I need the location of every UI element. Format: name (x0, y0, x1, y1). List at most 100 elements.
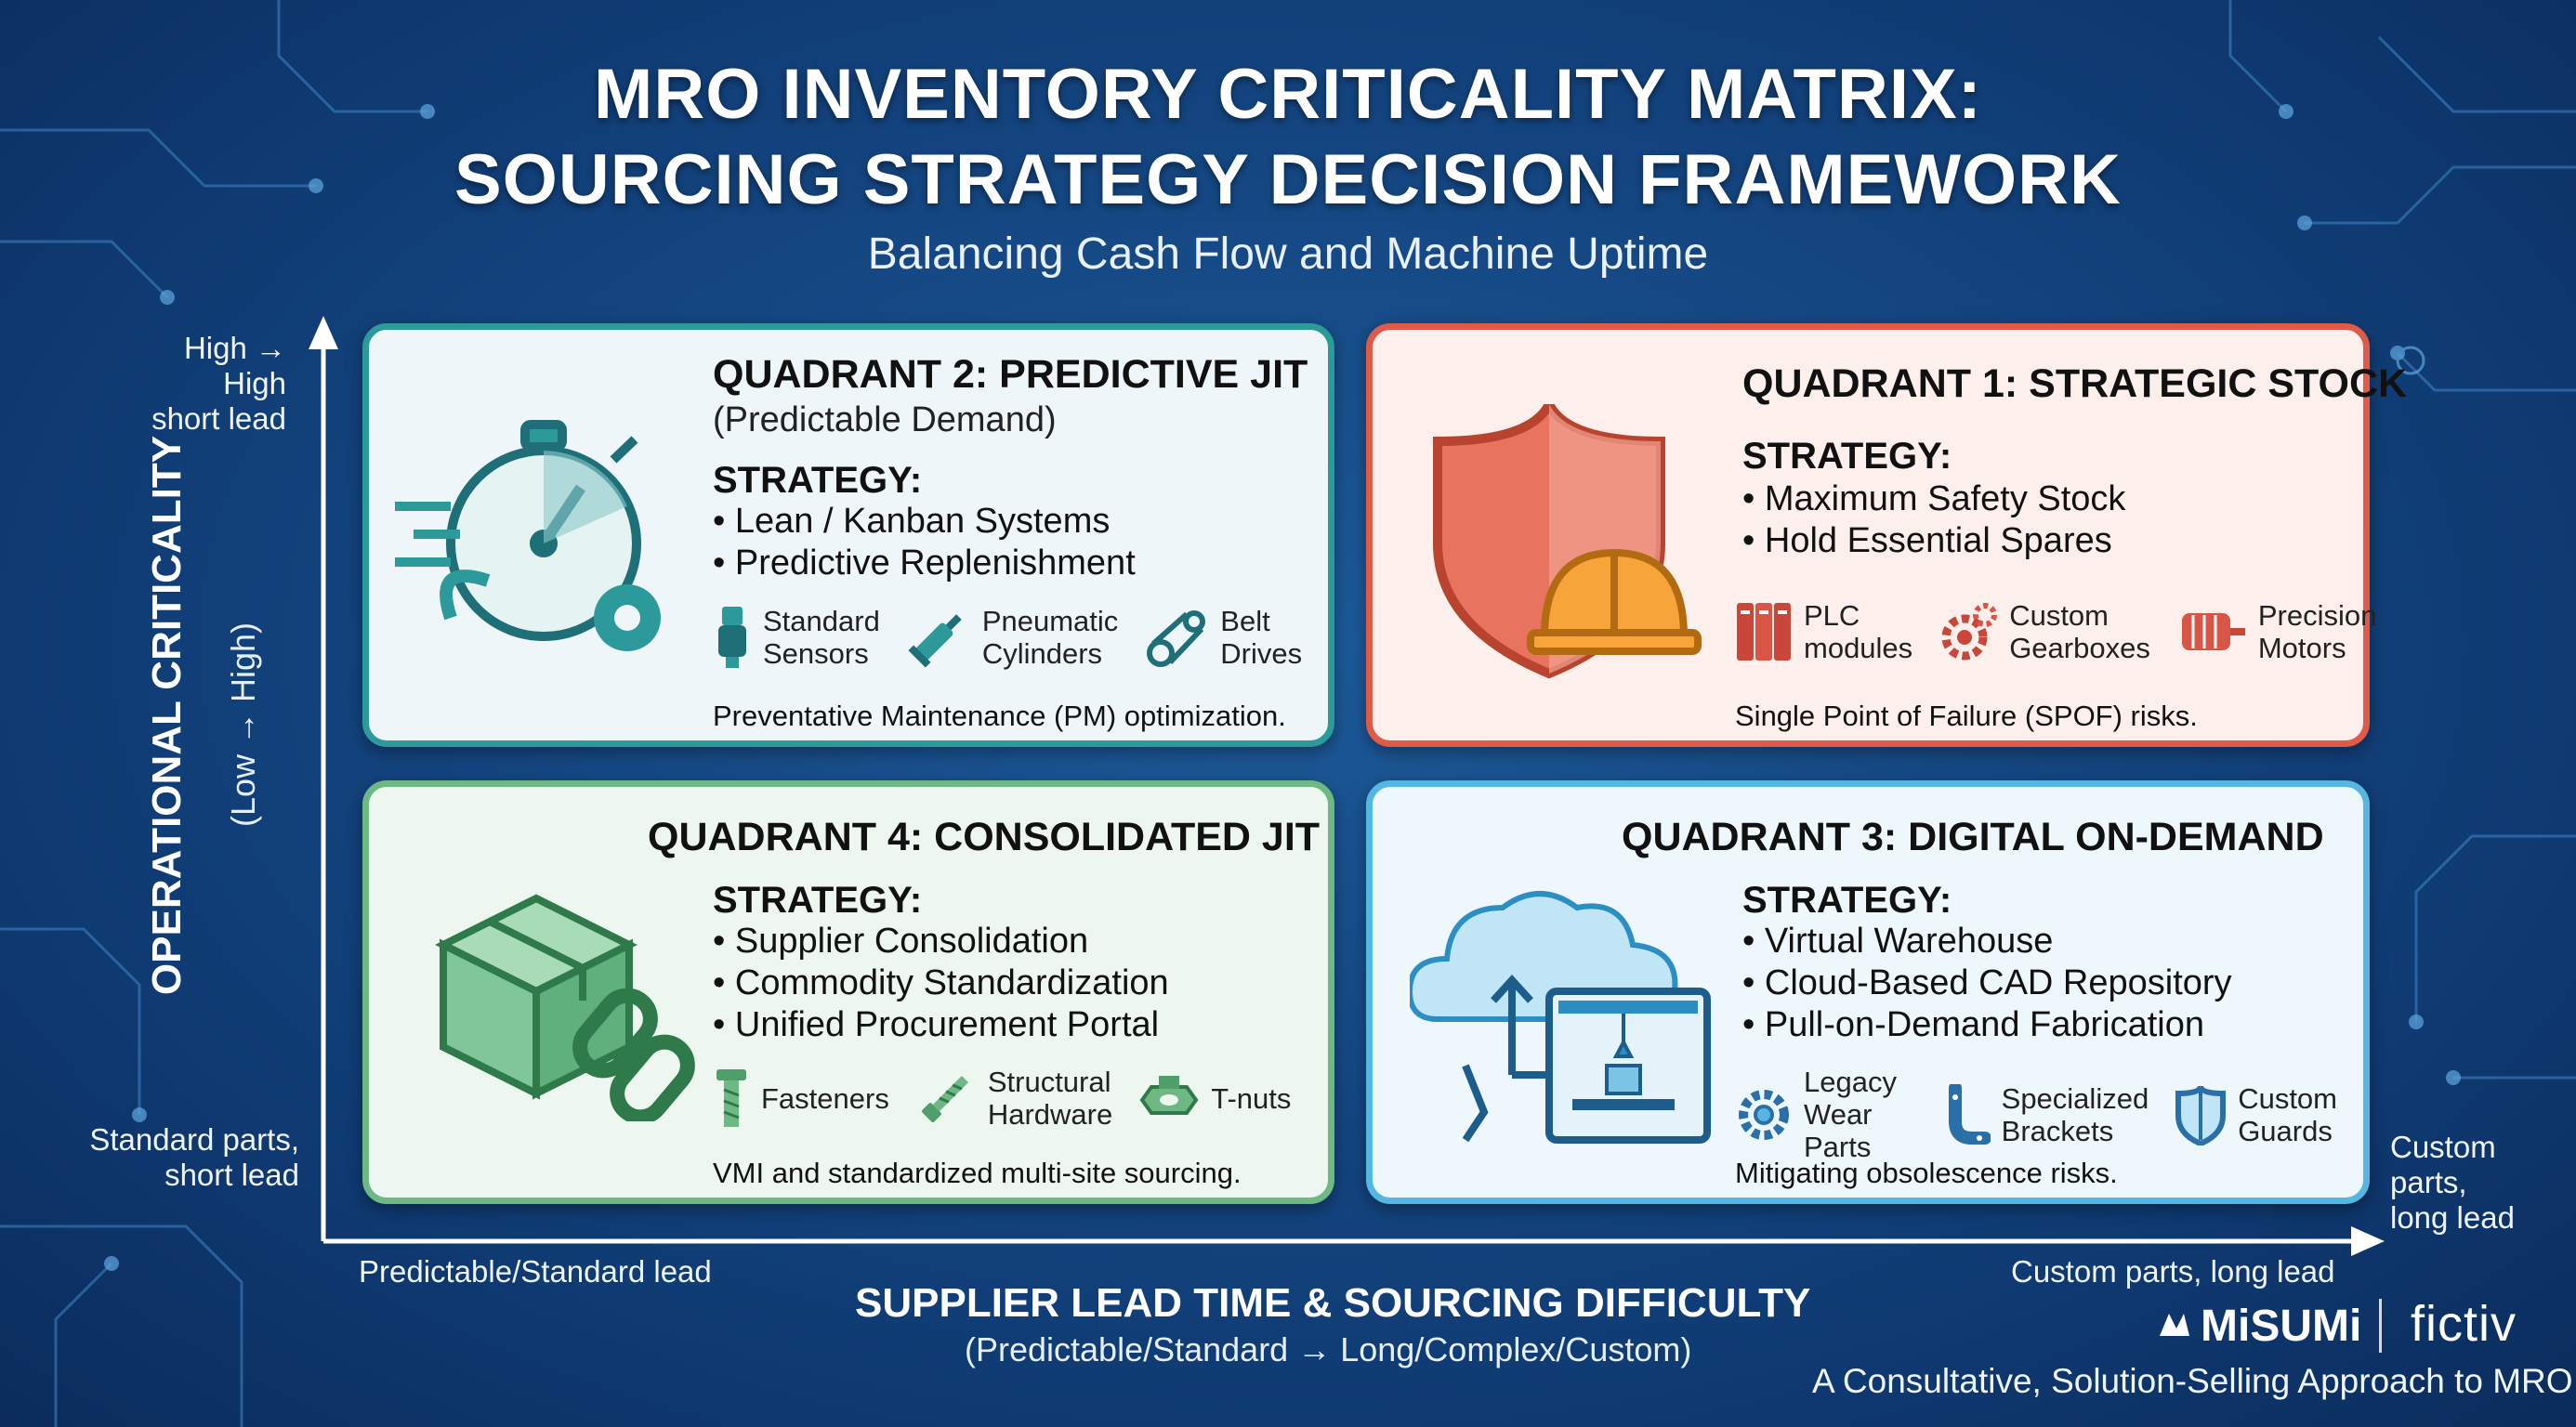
x-axis-right-label: Custom parts, long lead (2011, 1254, 2335, 1289)
y-axis-top-label: High → High short lead (126, 331, 286, 437)
y-axis-subtitle: (Low → High) (224, 622, 262, 828)
item-precision-motors: Precision Motors (2176, 599, 2377, 664)
quadrant-4-items: Fasteners Structural Hardware T-nuts (713, 1066, 1317, 1131)
item-label: PLC modules (1804, 599, 1913, 664)
quadrant-4-strategy-label: STRATEGY: (713, 880, 923, 921)
item-pneumatic-cylinders: Pneumatic Cylinders (906, 605, 1118, 670)
x-axis-title: SUPPLIER LEAD TIME & SOURCING DIFFICULTY (855, 1280, 1811, 1326)
cloud-3d-printer-icon (1410, 891, 1711, 1144)
fastener-icon (716, 1069, 746, 1127)
quadrant-1-bullets: Maximum Safety Stock Hold Essential Spar… (1742, 478, 2126, 562)
quadrant-2-items: Standard Sensors Pneumatic Cylinders Bel… (713, 605, 1328, 670)
item-custom-guards: Custom Guards (2175, 1082, 2337, 1147)
quadrant-3-card: QUADRANT 3: DIGITAL ON-DEMAND STRATEGY: … (1366, 780, 2370, 1204)
item-label: Fasteners (761, 1081, 889, 1115)
item-label: Pneumatic Cylinders (981, 605, 1119, 670)
strategy-bullet: Predictive Replenishment (713, 543, 1136, 584)
y-axis-arrow (309, 316, 338, 349)
item-plc-modules: PLC modules (1735, 599, 1912, 664)
strategy-bullet: Unified Procurement Portal (713, 1004, 1169, 1046)
quadrant-2-strategy-label: STRATEGY: (713, 460, 923, 501)
item-fasteners: Fasteners (713, 1067, 889, 1129)
misumi-mark-icon (2160, 1313, 2189, 1336)
quadrant-2-note: Preventative Maintenance (PM) optimizati… (713, 700, 1286, 732)
wear-part-icon (1739, 1089, 1789, 1140)
quadrant-4-note: VMI and standardized multi-site sourcing… (713, 1157, 1242, 1189)
y-axis-title: OPERATIONAL CRITICALITY (144, 435, 190, 996)
quadrant-3-bullets: Virtual Warehouse Cloud-Based CAD Reposi… (1742, 921, 2232, 1046)
page-title-line-2: SOURCING STRATEGY DECISION FRAMEWORK (454, 140, 2122, 219)
x-axis-far-right-label-line-2: long lead (2390, 1200, 2515, 1235)
strategy-bullet: Pull-on-Demand Fabrication (1742, 1004, 2232, 1046)
item-label: Standard Sensors (763, 605, 880, 670)
page-title-line-1: MRO INVENTORY CRITICALITY MATRIX: (594, 55, 1982, 134)
strategy-bullet: Maximum Safety Stock (1742, 478, 2126, 520)
quadrant-4-title: QUADRANT 4: CONSOLIDATED JIT (648, 815, 1321, 859)
stopwatch-icon (395, 420, 661, 651)
y-axis-bottom-label: Standard parts, short lead (74, 1122, 299, 1193)
y-axis-bottom-label-line-2: short lead (164, 1158, 299, 1192)
strategy-bullet: Virtual Warehouse (1742, 921, 2232, 962)
item-legacy-wear-parts: Legacy Wear Parts (1735, 1066, 1920, 1163)
quadrant-2-subtitle: (Predictable Demand) (713, 400, 1057, 439)
item-specialized-brackets: Specialized Brackets (1946, 1082, 2149, 1147)
quadrant-1-title: QUADRANT 1: STRATEGIC STOCK (1742, 361, 2408, 406)
item-label: Belt Drives (1220, 605, 1303, 670)
item-custom-gearboxes: Custom Gearboxes (1939, 599, 2150, 664)
item-belt-drives: Belt Drives (1144, 605, 1302, 670)
x-axis-subtitle: (Predictable/Standard → Long/Complex/Cus… (965, 1330, 1692, 1368)
item-label: Structural Hardware (987, 1066, 1113, 1131)
footer-tagline: A Consultative, Solution-Selling Approac… (1812, 1362, 2573, 1400)
quadrant-2-bullets: Lean / Kanban Systems Predictive Repleni… (713, 501, 1136, 584)
quadrant-3-note: Mitigating obsolescence risks. (1735, 1157, 2118, 1189)
fictiv-logo: fictiv (2411, 1296, 2517, 1352)
quadrant-2-title: QUADRANT 2: PREDICTIVE JIT (713, 352, 1308, 397)
item-label: Precision Motors (2257, 599, 2377, 664)
item-label: Specialized Brackets (2001, 1081, 2149, 1147)
quadrant-1-strategy-label: STRATEGY: (1742, 436, 1952, 477)
sensor-icon (718, 607, 746, 668)
y-axis-top-label-line-2: short lead (151, 401, 286, 436)
guard-icon (2175, 1084, 2227, 1146)
shield-hardhat-icon (1433, 404, 1702, 679)
motor-icon (2181, 613, 2245, 650)
x-axis-left-label: Predictable/Standard lead (359, 1254, 712, 1289)
item-label: Legacy Wear Parts (1804, 1066, 1897, 1163)
strategy-bullet: Supplier Consolidation (713, 921, 1169, 962)
quadrant-3-title: QUADRANT 3: DIGITAL ON-DEMAND (1622, 815, 2324, 859)
x-axis-arrow (2351, 1226, 2385, 1256)
pneumatic-cylinder-icon (908, 614, 962, 668)
x-axis-far-right-label-line-1: Custom parts, (2390, 1130, 2496, 1199)
brand-divider (2379, 1299, 2382, 1353)
quadrant-3-items: Legacy Wear Parts Specialized Brackets C… (1735, 1066, 2363, 1163)
t-nut-icon (1139, 1076, 1199, 1115)
y-axis-bottom-label-line-1: Standard parts, (89, 1122, 299, 1157)
quadrant-2-card: QUADRANT 2: PREDICTIVE JIT (Predictable … (362, 323, 1334, 747)
item-t-nuts: T-nuts (1138, 1072, 1291, 1124)
strategy-bullet: Lean / Kanban Systems (713, 501, 1136, 543)
y-axis-top-label-line-1: High → High (183, 331, 286, 400)
belt-drive-icon (1147, 610, 1206, 667)
page-subtitle: Balancing Cash Flow and Machine Uptime (867, 229, 1709, 279)
misumi-logo: MiSUMi (2156, 1301, 2361, 1352)
strategy-bullet: Hold Essential Spares (1742, 520, 2125, 562)
strategy-bullet: Cloud-Based CAD Repository (1742, 962, 2232, 1004)
bolt-icon (921, 1075, 968, 1123)
box-chain-icon (435, 894, 695, 1121)
misumi-brand-text: MiSUMi (2201, 1302, 2362, 1351)
quadrant-4-bullets: Supplier Consolidation Commodity Standar… (713, 921, 1169, 1046)
quadrant-3-strategy-label: STRATEGY: (1742, 880, 1952, 921)
item-label: Custom Gearboxes (2009, 599, 2150, 664)
item-label: T-nuts (1211, 1081, 1292, 1115)
x-axis-far-right-label: Custom parts, long lead (2390, 1130, 2576, 1236)
quadrant-1-card: QUADRANT 1: STRATEGIC STOCK STRATEGY: Ma… (1366, 323, 2407, 747)
plc-module-icon (1737, 603, 1791, 661)
quadrant-1-items: PLC modules Custom Gearboxes Precision M… (1735, 599, 2402, 664)
quadrant-1-note: Single Point of Failure (SPOF) risks. (1735, 700, 2198, 732)
quadrant-4-card: QUADRANT 4: CONSOLIDATED JIT STRATEGY: S… (362, 780, 1334, 1204)
item-label: Custom Guards (2238, 1081, 2337, 1147)
gearbox-icon (1941, 603, 1998, 661)
strategy-bullet: Commodity Standardization (713, 962, 1169, 1004)
